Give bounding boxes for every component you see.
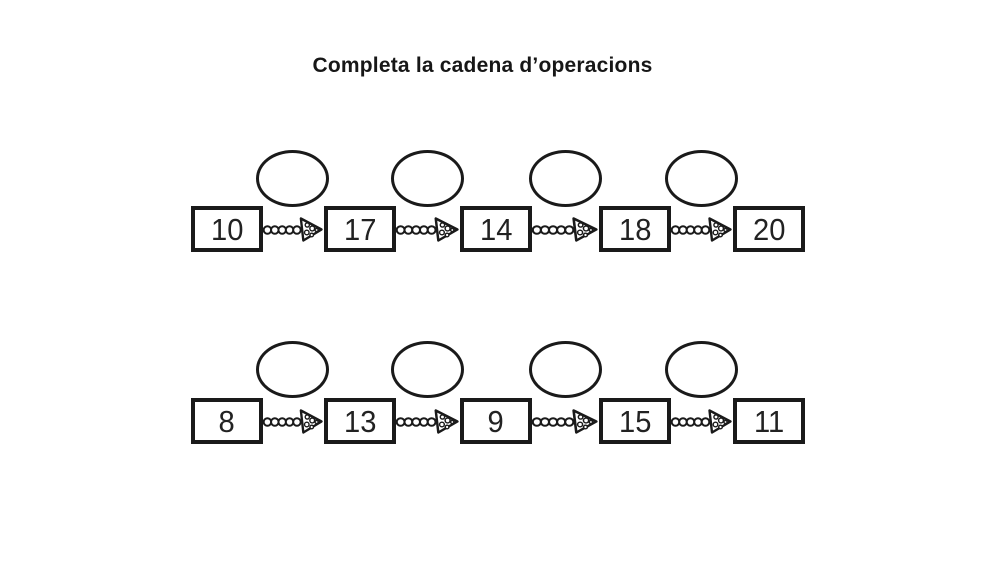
- number-value: 11: [753, 403, 785, 439]
- number-value: 8: [218, 403, 236, 439]
- number-box: 20: [733, 206, 805, 252]
- number-value: 13: [343, 403, 377, 439]
- number-value: 10: [210, 211, 244, 247]
- operation-answer-oval[interactable]: [256, 341, 329, 398]
- number-box: 9: [460, 398, 532, 444]
- operation-answer-oval[interactable]: [665, 341, 738, 398]
- chain-arrow-icon: [263, 408, 324, 434]
- number-value: 17: [343, 211, 377, 247]
- chain-arrow-icon: [532, 408, 599, 434]
- number-box: 18: [599, 206, 671, 252]
- number-box: 11: [733, 398, 805, 444]
- number-box: 8: [191, 398, 263, 444]
- page-title: Completa la cadena d’operacions: [312, 54, 653, 77]
- number-value: 15: [618, 403, 652, 439]
- number-box: 17: [324, 206, 396, 252]
- operation-answer-oval[interactable]: [529, 341, 602, 398]
- number-value: 9: [487, 403, 505, 439]
- number-value: 20: [752, 211, 786, 247]
- operation-answer-oval[interactable]: [529, 150, 602, 207]
- chain-arrow-icon: [671, 408, 733, 434]
- operation-answer-oval[interactable]: [665, 150, 738, 207]
- chain-arrow-icon: [396, 408, 460, 434]
- operation-answer-oval[interactable]: [391, 150, 464, 207]
- number-box: 14: [460, 206, 532, 252]
- number-value: 14: [479, 211, 513, 247]
- operation-answer-oval[interactable]: [256, 150, 329, 207]
- number-box: 13: [324, 398, 396, 444]
- operation-answer-oval[interactable]: [391, 341, 464, 398]
- number-box: 10: [191, 206, 263, 252]
- number-value: 18: [618, 211, 652, 247]
- number-box: 15: [599, 398, 671, 444]
